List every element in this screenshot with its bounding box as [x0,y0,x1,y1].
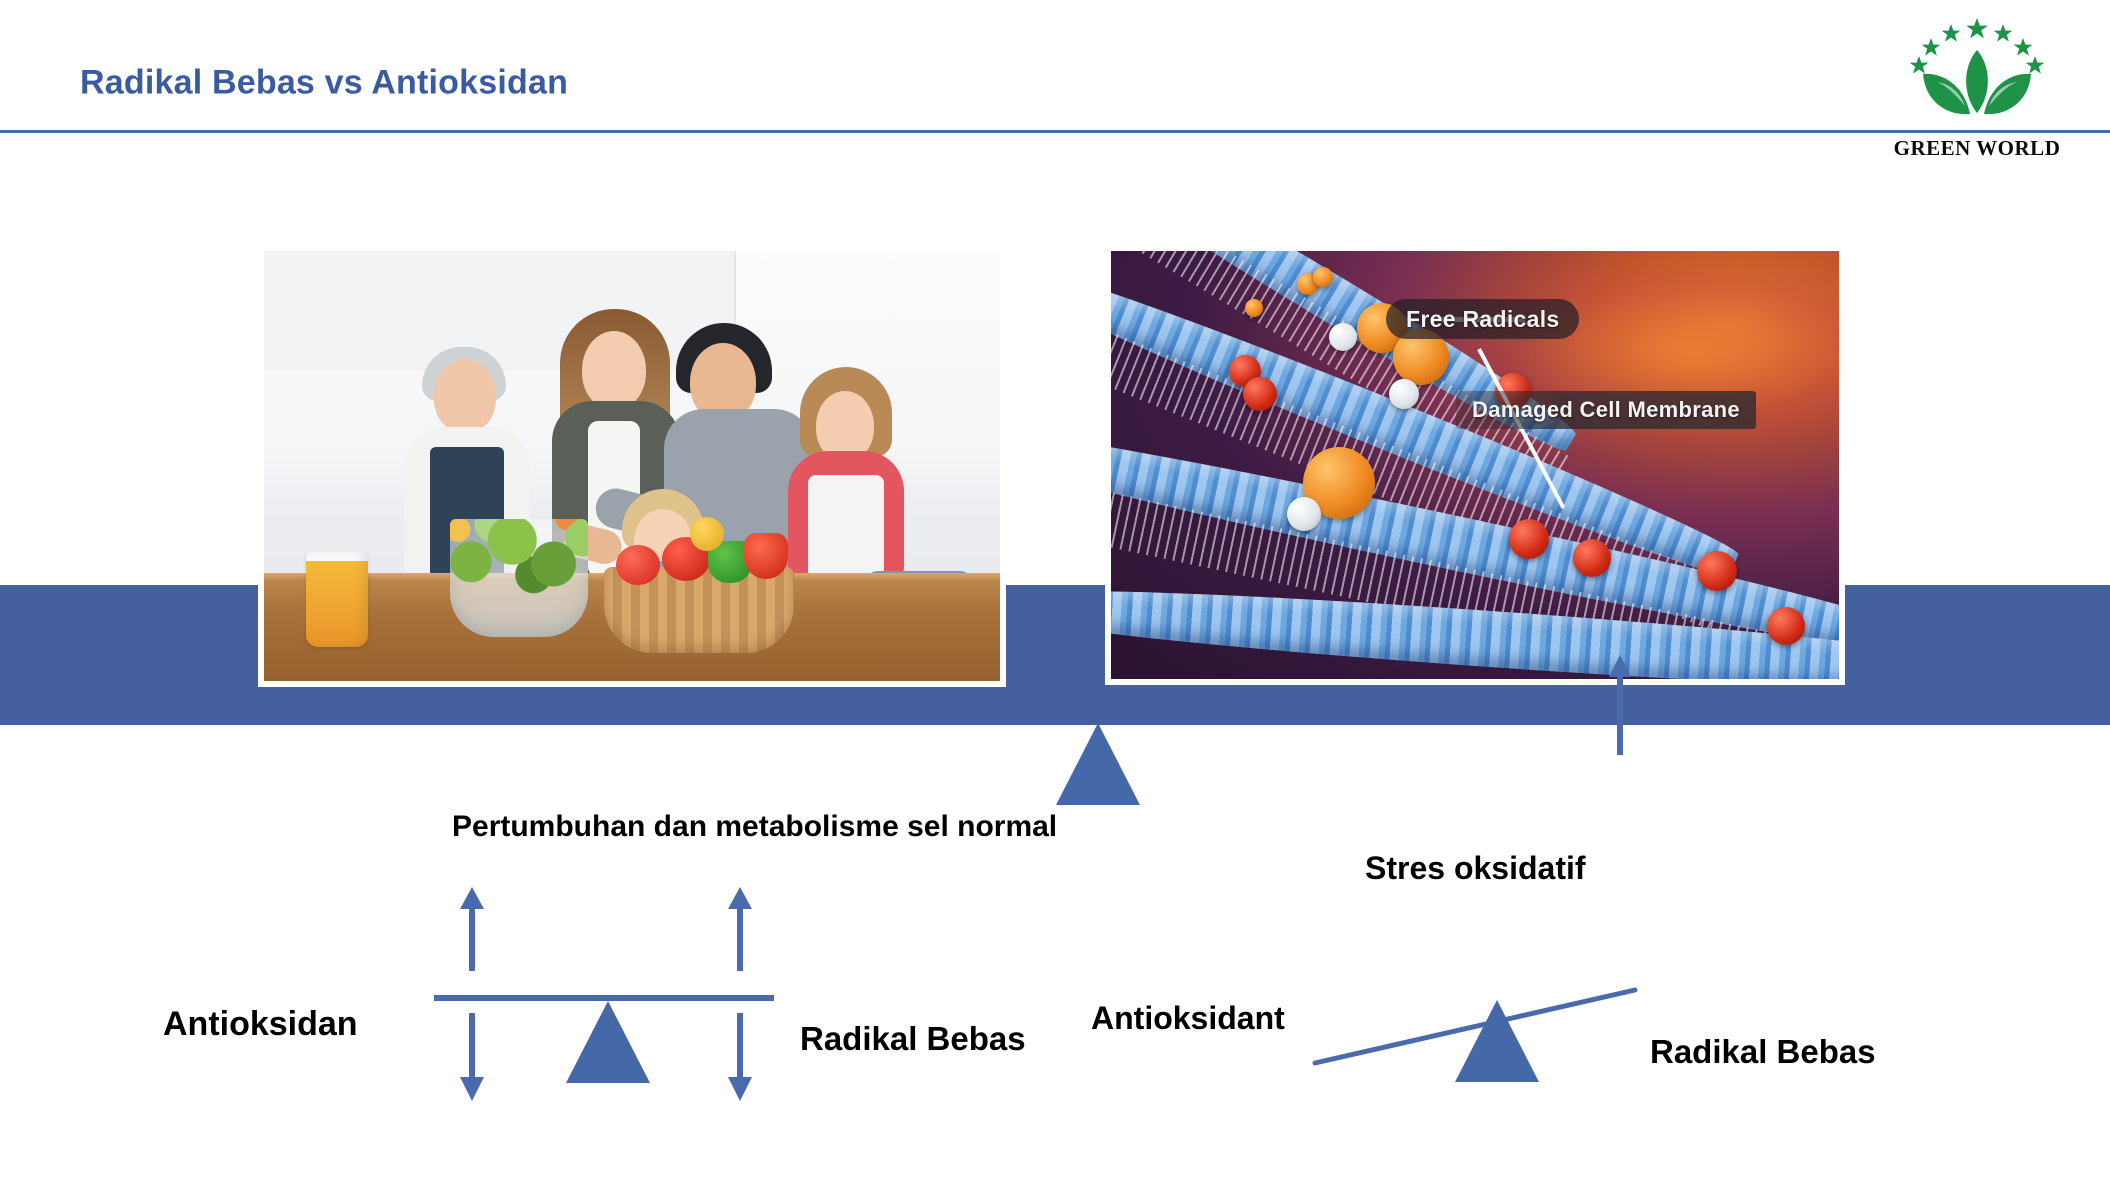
free-radical-molecule [1245,299,1263,317]
cell-membrane-photo: Free Radicals Damaged Cell Membrane [1105,245,1845,685]
tilted-scale-diagram [1055,655,2110,1187]
free-radical-molecule [1313,267,1333,287]
hydrogen-atom [1329,323,1357,351]
arrow-down-right-icon [728,1013,752,1101]
arrow-up-right-icon [728,887,752,971]
tilted-balance-beam [1312,987,1638,1066]
vegetable-basket [604,517,794,653]
leaf-stars-icon [1909,18,2045,115]
balanced-top-label: Pertumbuhan dan metabolisme sel normal [452,810,1058,843]
free-radicals-label: Free Radicals [1386,299,1580,339]
balance-fulcrum [1455,1000,1539,1082]
green-world-logo: GREEN WORLD [1852,14,2102,160]
tilted-left-label: Antioksidant [1091,1000,1285,1036]
arrow-down-left-icon [460,1013,484,1101]
radical-red [1767,607,1805,645]
damaged-cell-membrane-label: Damaged Cell Membrane [1456,391,1756,429]
tilted-right-label: Radikal Bebas [1650,1033,1876,1070]
balanced-left-label: Antioksidan [163,1005,358,1043]
cabinet [264,251,416,371]
radical-red [1243,377,1277,411]
radical-red [1509,519,1549,559]
page-title: Radikal Bebas vs Antioksidan [80,63,569,102]
red-pepper [744,533,788,579]
radical-red [1573,539,1611,577]
balance-fulcrum [566,1001,650,1083]
juice-glass [306,551,368,647]
family-cooking-photo [258,245,1006,687]
balanced-right-label: Radikal Bebas [800,1020,1026,1057]
hydrogen-atom [1389,379,1419,409]
radical-red [1697,551,1737,591]
salad-bowl [450,519,588,637]
balanced-scale-diagram: Pertumbuhan dan metabolisme sel normal [0,725,1058,1187]
tomato [616,545,660,585]
balance-beam [434,995,774,1001]
tilted-top-label: Stres oksidatif [1365,850,1586,886]
balance-fulcrum [1056,723,1140,805]
header-divider [0,130,2110,133]
arrow-up-left-icon [460,887,484,971]
logo-wordmark: GREEN WORLD [1893,136,2061,160]
arrow-up-right-icon [1609,655,1631,755]
yellow-pepper [690,517,724,551]
hydrogen-atom [1287,497,1321,531]
